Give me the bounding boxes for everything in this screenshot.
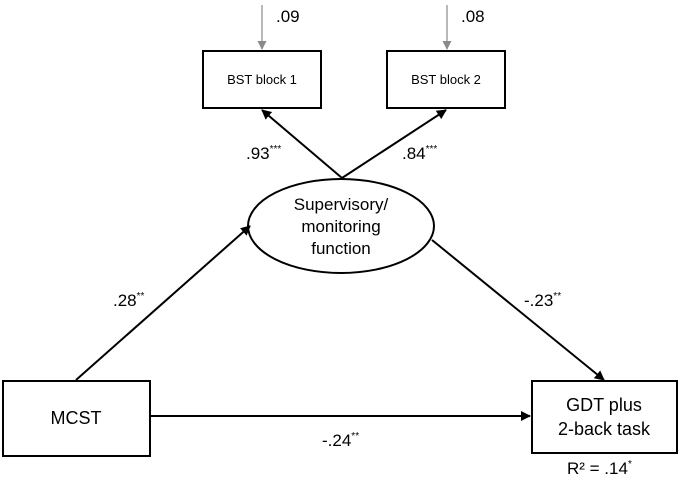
path-label-mcst-gdt: -.24**	[322, 431, 359, 450]
latent-label-line3: function	[311, 239, 371, 258]
gdt-label-line2: 2-back task	[558, 419, 651, 439]
path-latent-to-bst1	[261, 109, 343, 179]
path-label-mcst-latent: .28**	[113, 291, 145, 310]
bst-block-1-label: BST block 1	[227, 72, 297, 87]
loading-label-bst1: .93***	[246, 144, 281, 163]
bst-block-2-label: BST block 2	[411, 72, 481, 87]
bst-block-2-box	[386, 50, 506, 109]
latent-label-line1: Supervisory/	[294, 195, 389, 214]
mcst-label: MCST	[51, 408, 102, 428]
path-mcst-to-latent	[75, 225, 251, 381]
path-latent-to-bst2	[341, 109, 447, 179]
gdt-box	[531, 380, 678, 454]
loading-label-bst2: .84***	[402, 144, 437, 163]
path-label-latent-gdt: -.23**	[524, 291, 561, 310]
mcst-box	[2, 380, 151, 457]
gdt-label-line1: GDT plus	[566, 395, 642, 415]
r-squared-label: R² = .14*	[567, 459, 632, 478]
path-latent-to-gdt	[431, 239, 605, 381]
error-value-bst2: .08	[461, 7, 485, 26]
latent-label-line2: monitoring	[301, 217, 380, 236]
error-value-bst1: .09	[276, 7, 300, 26]
bst-block-1-box	[202, 50, 322, 109]
